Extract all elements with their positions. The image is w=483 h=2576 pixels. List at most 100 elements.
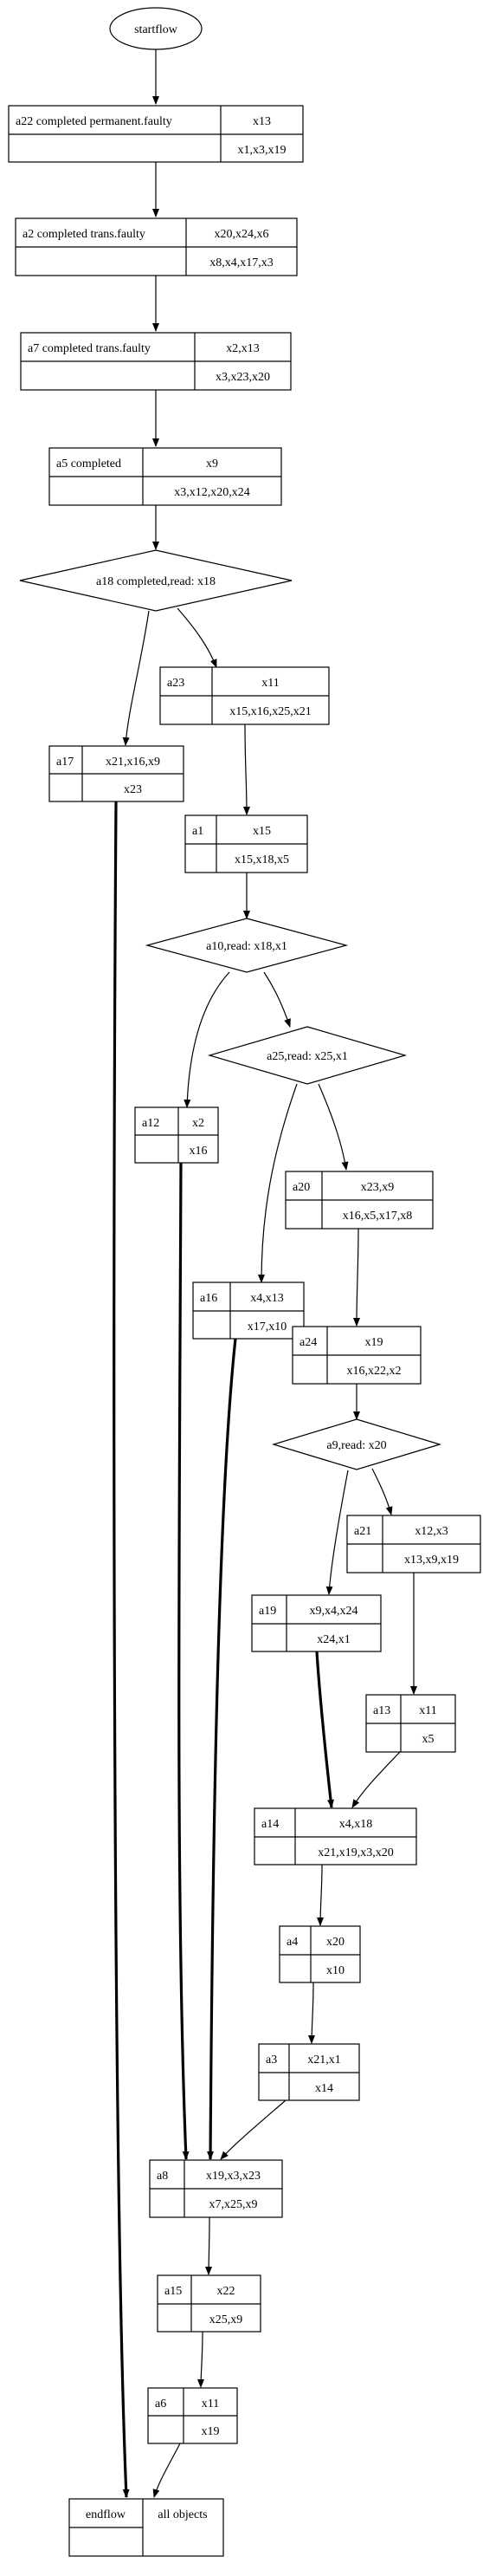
record-label: a8 (157, 2170, 168, 2183)
edge-a15-a6 (197, 2331, 205, 2388)
edge-a16-a8 (207, 1338, 237, 2160)
record-top-value: x15 (253, 825, 271, 838)
record-node-a24: a24 x19 x16,x22,x2 (292, 1326, 422, 1385)
record-node-a6: a6 x11 x19 (147, 2387, 238, 2444)
start-node: startflow (109, 7, 203, 50)
edge-a18-a23 (177, 607, 217, 668)
record-node-a12: a12 x2 x16 (134, 1106, 219, 1164)
edge-a25-a20 (318, 1083, 349, 1171)
record-top-value: x21,x16,x9 (106, 756, 160, 769)
decision-label: a9,read: x20 (326, 1439, 386, 1452)
end-node: endflow all objects (68, 2498, 224, 2557)
record-label: a4 (287, 1936, 298, 1949)
record-bottom-value: x3,x12,x20,x24 (174, 486, 250, 499)
record-label: a16 (200, 1292, 217, 1305)
record-bottom-value: x16,x22,x2 (347, 1365, 402, 1378)
edge-a14-a4 (317, 1864, 325, 1926)
decision-nodes: a18 completed,read: x18 a10,read: x18,x1 a… (19, 549, 442, 1470)
record-bottom-value: x7,x25,x9 (209, 2198, 258, 2211)
record-label: a12 (142, 1117, 159, 1130)
record-bottom-value: x19 (202, 2425, 220, 2438)
decision-node-a9: a9,read: x20 (271, 1418, 442, 1470)
record-label: a2 completed trans.faulty (23, 228, 145, 241)
decision-label: a25,read: x25,x1 (267, 1050, 348, 1063)
edge-a25-a16 (258, 1083, 298, 1283)
record-bottom-value: x24,x1 (317, 1633, 351, 1646)
record-bottom-value: x5 (422, 1733, 435, 1746)
record-top-value: x11 (261, 677, 279, 690)
record-bottom-value: x16,x5,x17,x8 (343, 1210, 413, 1223)
record-bottom-value: x14 (315, 2082, 333, 2095)
record-top-value: x4,x13 (250, 1292, 284, 1305)
record-label: a1 (192, 825, 203, 838)
decision-node-a18: a18 completed,read: x18 (19, 549, 293, 612)
edge-a18-a17 (122, 610, 150, 746)
record-bottom-value: x10 (326, 1964, 345, 1977)
record-top-value: x19 (365, 1336, 383, 1349)
decision-node-a10: a10,read: x18,x1 (145, 918, 349, 973)
record-top-value: x23,x9 (361, 1181, 395, 1194)
end-value: all objects (158, 2508, 207, 2521)
record-bottom-value: x25,x9 (209, 2313, 243, 2326)
edge-a10-a25 (263, 971, 291, 1028)
edge-a20-a24 (353, 1228, 361, 1327)
edge-a4-a3 (308, 1982, 316, 2044)
edge-a10-a12 (184, 971, 230, 1108)
record-label: a19 (259, 1605, 276, 1618)
record-top-value: x4,x18 (339, 1818, 373, 1831)
record-top-value: x9 (206, 457, 218, 470)
record-bottom-value: x21,x19,x3,x20 (318, 1846, 394, 1859)
record-label: a21 (354, 1525, 371, 1538)
record-label: a7 completed trans.faulty (28, 342, 151, 355)
record-bottom-value: x23 (124, 783, 142, 796)
edge-a19-a14 (315, 1651, 335, 1808)
edge-a6-end (152, 2443, 181, 2498)
start-label: startflow (134, 23, 178, 36)
record-node-a15: a15 x22 x25,x9 (157, 2274, 261, 2333)
decision-node-a25: a25,read: x25,x1 (207, 1026, 408, 1085)
record-label: a24 (299, 1336, 317, 1349)
record-node-a5: a5 completed x9 x3,x12,x20,x24 (48, 447, 282, 506)
record-top-value: x11 (419, 1704, 436, 1717)
record-bottom-value: x15,x18,x5 (235, 853, 289, 866)
record-label: a6 (155, 2398, 166, 2411)
record-top-value: x2 (192, 1117, 204, 1130)
record-top-value: x2,x13 (226, 342, 260, 355)
record-label: a20 (293, 1181, 310, 1194)
record-label: a17 (56, 756, 74, 769)
edge-a9-a21 (371, 1468, 393, 1515)
edge-a17-end (113, 801, 130, 2498)
record-node-a17: a17 x21,x16,x9 x23 (48, 745, 184, 802)
edge-a3-a8 (220, 2099, 287, 2160)
record-node-a16: a16 x4,x13 x17,x10 (192, 1282, 305, 1340)
record-top-value: x22 (217, 2285, 235, 2298)
record-label: a15 (164, 2285, 182, 2298)
record-node-a19: a19 x9,x4,x24 x24,x1 (251, 1594, 382, 1652)
record-top-value: x20 (326, 1936, 345, 1949)
record-label: a13 (373, 1704, 390, 1717)
edge-a23-a1 (242, 723, 250, 815)
edge-a12-a8 (177, 1162, 190, 2160)
decision-label: a10,read: x18,x1 (206, 940, 287, 953)
record-top-value: x11 (202, 2398, 219, 2411)
edges (113, 49, 417, 2498)
record-top-value: x12,x3 (415, 1525, 448, 1538)
record-node-a13: a13 x11 x5 (365, 1694, 456, 1753)
record-bottom-value: x16 (190, 1145, 208, 1158)
record-bottom-value: x1,x3,x19 (238, 144, 287, 157)
record-top-value: x9,x4,x24 (310, 1605, 358, 1618)
record-label: a5 completed (56, 457, 121, 470)
record-bottom-value: x8,x4,x17,x3 (209, 256, 274, 269)
end-label: endflow (86, 2508, 126, 2521)
record-node-a4: a4 x20 x10 (279, 1925, 361, 1983)
record-bottom-value: x13,x9,x19 (404, 1554, 459, 1567)
record-label: a14 (261, 1818, 279, 1831)
record-bottom-value: x17,x10 (248, 1320, 287, 1333)
